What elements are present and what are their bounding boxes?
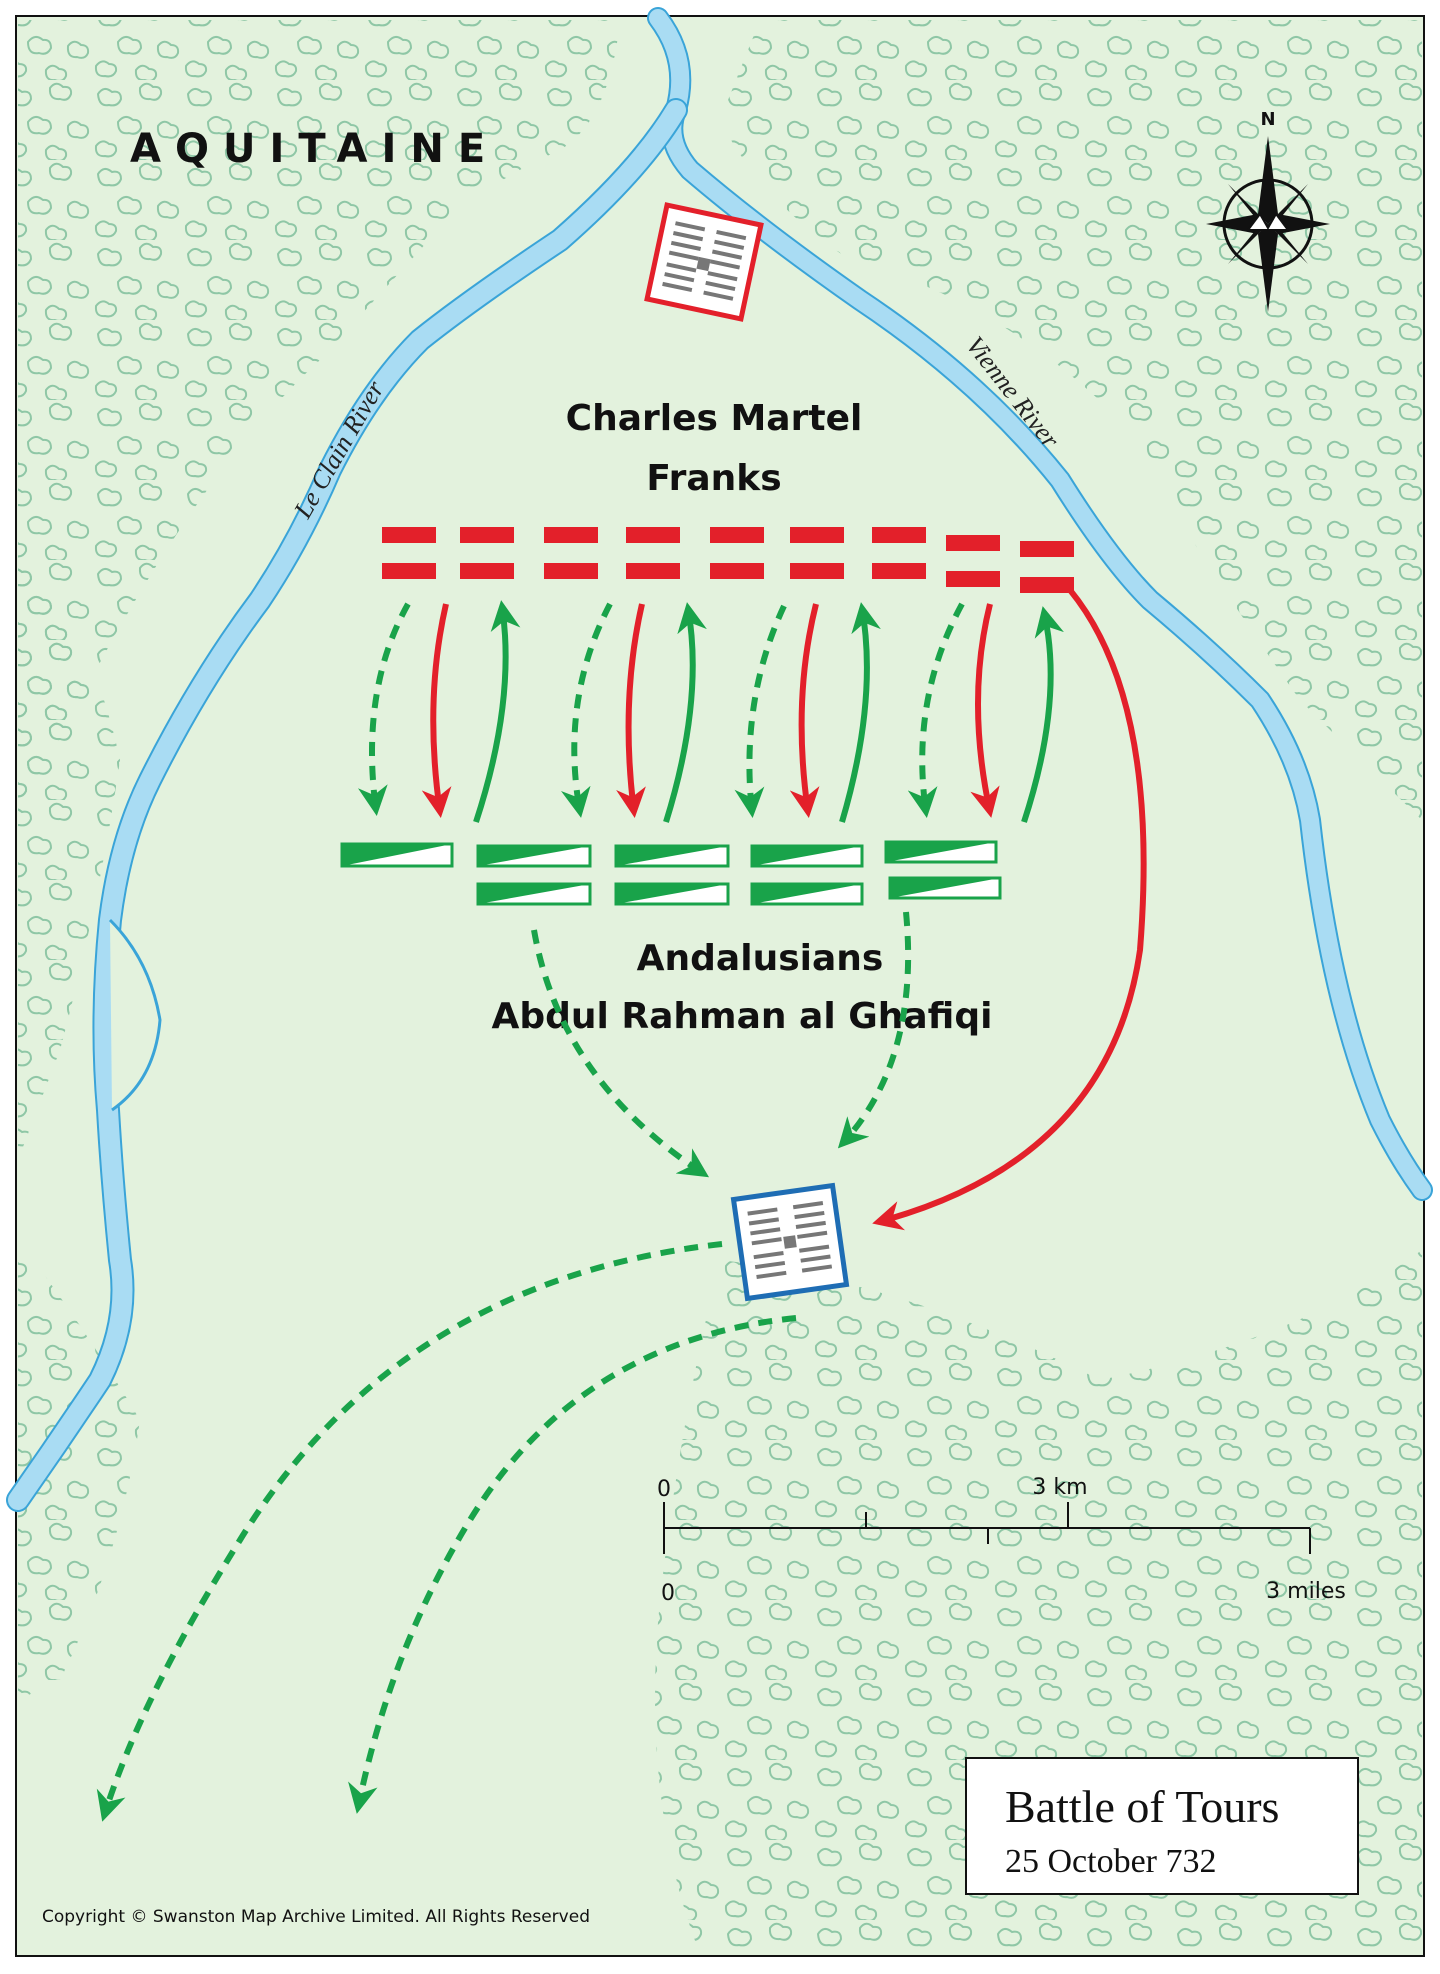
andalusian-unit <box>340 842 454 868</box>
compass-rose-icon <box>1206 136 1330 312</box>
frankish-attack-arrow <box>616 603 646 818</box>
andalusian-advance-arrow <box>734 604 787 818</box>
map-title: Battle of Tours <box>1005 1781 1279 1832</box>
frankish-attack-arrow <box>789 603 820 818</box>
andalusian-withdrawal-arrows <box>96 1241 797 1822</box>
copyright-notice: Copyright © Swanston Map Archive Limited… <box>42 1907 590 1927</box>
frankish-unit <box>710 563 764 579</box>
frankish-unit <box>790 563 844 579</box>
scale-mi-end: 3 miles <box>1266 1579 1346 1604</box>
andalusian-retreat-arrow <box>837 911 912 1149</box>
andalusian-withdrawal-arrow <box>96 1241 723 1822</box>
andalusian-unit <box>476 844 592 868</box>
franks-army-label: Franks <box>646 458 781 499</box>
scale-km-end: 3 km <box>1032 1475 1087 1500</box>
title-box <box>965 1757 1359 1895</box>
frankish-unit <box>1020 577 1074 593</box>
andalusian-advance-arrow <box>561 602 613 818</box>
andalusian-unit <box>888 876 1002 900</box>
andalusians-leader-label: Abdul Rahman al Ghafiqi <box>492 996 993 1037</box>
andalusians-army-label: Andalusians <box>637 938 884 979</box>
map-date: 25 October 732 <box>1005 1843 1217 1880</box>
andalusian-return-arrows <box>473 600 1064 823</box>
frankish-unit <box>626 563 680 579</box>
frankish-attack-arrow <box>421 603 452 818</box>
frankish-camp <box>644 202 764 322</box>
frankish-unit <box>710 527 764 543</box>
andalusian-retreat-to-camp-arrows <box>531 911 912 1178</box>
andalusian-unit <box>614 882 730 906</box>
andalusian-unit <box>614 844 730 868</box>
scale-mi-start: 0 <box>661 1581 675 1606</box>
frankish-unit <box>790 527 844 543</box>
frankish-unit <box>1020 541 1074 557</box>
region-label: AQUITAINE <box>130 126 499 172</box>
scale-km-start: 0 <box>657 1477 671 1502</box>
andalusian-battle-line <box>340 840 1002 906</box>
andalusian-return-arrow <box>1021 606 1064 823</box>
andalusian-retreat-arrow <box>531 929 710 1178</box>
andalusian-camp <box>730 1182 850 1302</box>
andalusian-return-arrow <box>473 600 521 823</box>
andalusian-return-arrow <box>663 602 707 823</box>
frankish-attack-arrow <box>970 603 1000 818</box>
andalusian-unit <box>750 882 864 906</box>
frankish-attack-arrows <box>421 603 1000 818</box>
frankish-unit <box>946 535 1000 551</box>
andalusian-withdrawal-arrow <box>348 1315 797 1814</box>
andalusian-advance-arrow <box>357 602 411 816</box>
frankish-unit <box>460 563 514 579</box>
rivers <box>6 7 1433 1512</box>
frankish-unit <box>460 527 514 543</box>
andalusian-unit <box>476 882 592 906</box>
andalusian-unit <box>750 844 864 868</box>
andalusian-return-arrow <box>839 602 881 823</box>
frankish-unit <box>382 527 436 543</box>
scale-bar <box>663 1502 1311 1554</box>
andalusian-advance-arrow <box>907 602 965 818</box>
frankish-unit <box>382 563 436 579</box>
frankish-battle-line <box>382 527 1074 593</box>
frankish-unit <box>544 527 598 543</box>
compass-north-label: N <box>1260 109 1275 130</box>
frankish-unit <box>946 571 1000 587</box>
andalusian-unit <box>884 840 998 864</box>
frankish-unit <box>626 527 680 543</box>
franks-leader-label: Charles Martel <box>566 398 863 439</box>
frankish-unit <box>872 527 926 543</box>
frankish-flank-attack-arrow <box>872 588 1147 1231</box>
frankish-unit <box>872 563 926 579</box>
andalusian-advance-arrows <box>357 602 965 818</box>
frankish-unit <box>544 563 598 579</box>
